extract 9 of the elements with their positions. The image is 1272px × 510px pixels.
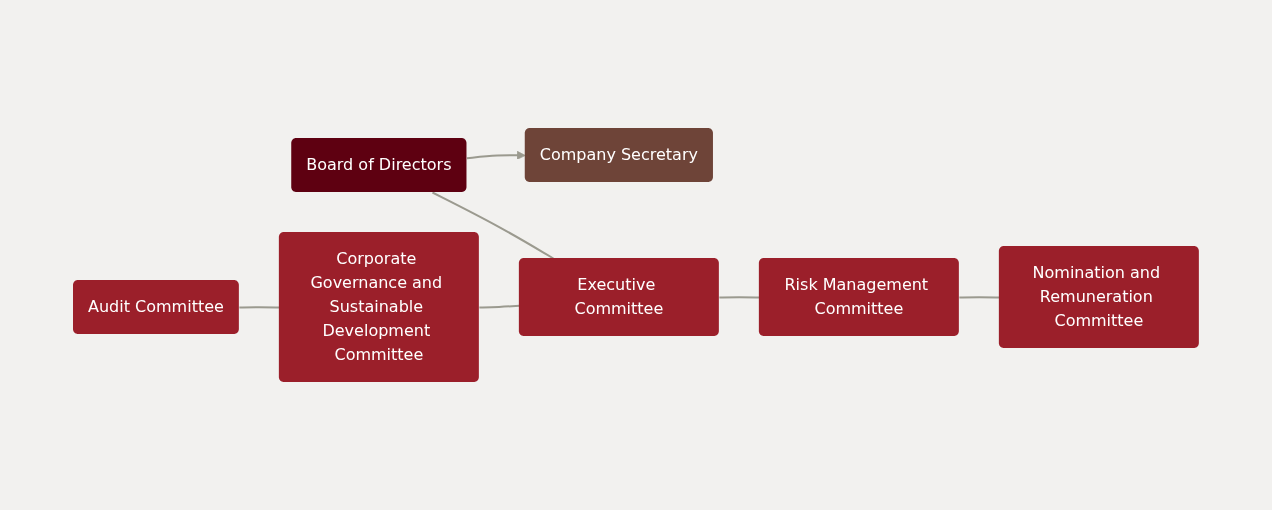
node-box: Board of Directors bbox=[291, 138, 467, 192]
node-box: Company Secretary bbox=[524, 128, 713, 182]
connector bbox=[431, 191, 555, 260]
node-box: Risk Management Committee bbox=[758, 258, 959, 336]
node-box: Audit Committee bbox=[73, 280, 239, 334]
node-box: Executive Committee bbox=[518, 258, 719, 336]
node-box: Corporate Governance and Sustainable Development Committee bbox=[278, 232, 479, 382]
node-box: Nomination and Remuneration Committee bbox=[998, 246, 1199, 348]
arrow bbox=[466, 150, 526, 160]
